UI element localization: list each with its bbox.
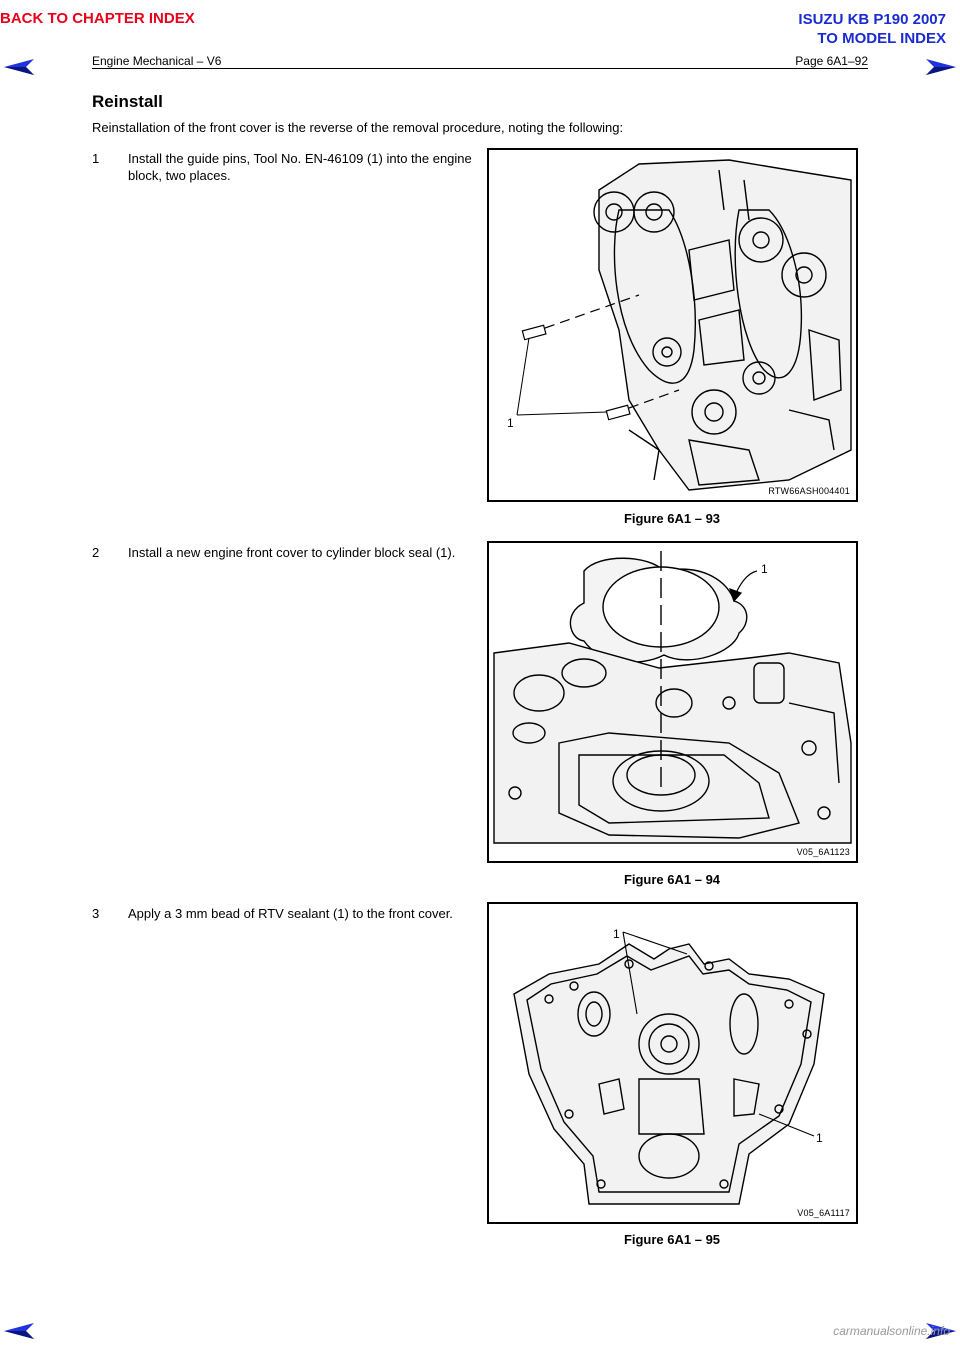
model-title-line: ISUZU KB P190 2007: [798, 11, 946, 28]
back-to-chapter-index-link[interactable]: BACK TO CHAPTER INDEX: [0, 10, 195, 27]
step-number: 1: [92, 151, 100, 166]
callout-label: 1: [507, 416, 514, 430]
figure-code: V05_6A1117: [797, 1208, 850, 1218]
previous-page-arrow-icon[interactable]: [4, 1322, 36, 1340]
step-number: 3: [92, 906, 100, 921]
step-number: 2: [92, 545, 100, 560]
front-cover-illustration: 1 1: [513, 927, 825, 1205]
to-model-index-line[interactable]: TO MODEL INDEX: [817, 30, 946, 47]
step-text: Install the guide pins, Tool No. EN-4610…: [128, 151, 472, 183]
figure-caption: Figure 6A1 – 94: [623, 872, 721, 887]
figure-caption: Figure 6A1 – 95: [623, 1232, 721, 1247]
next-page-arrow-icon[interactable]: [924, 58, 956, 76]
section-intro: Reinstallation of the front cover is the…: [92, 120, 624, 135]
figure-front-cover-seal: 1 V05_6A1123: [487, 541, 858, 863]
figure-code: RTW66ASH004401: [768, 486, 850, 496]
previous-page-arrow-icon[interactable]: [4, 58, 36, 76]
callout-label: 1: [816, 1131, 823, 1145]
figure-caption: Figure 6A1 – 93: [623, 511, 721, 526]
callout-label: 1: [761, 562, 768, 576]
engine-block-illustration: 1: [507, 159, 852, 491]
model-index-link[interactable]: ISUZU KB P190 2007 TO MODEL INDEX: [798, 10, 946, 48]
step-text: Apply a 3 mm bead of RTV sealant (1) to …: [128, 906, 453, 921]
figure-code: V05_6A1123: [796, 847, 850, 857]
figure-rtv-sealant: 1 1 V05_6A1117: [487, 902, 858, 1224]
header-divider: [92, 68, 868, 69]
section-title: Reinstall: [92, 92, 163, 111]
header-section-name: Engine Mechanical – V6: [92, 54, 222, 68]
figure-guide-pins: 1 RTW66ASH004401: [487, 148, 858, 502]
step-text: Install a new engine front cover to cyli…: [128, 545, 456, 560]
watermark: carmanualsonline.info: [833, 1324, 950, 1338]
cover-seal-illustration: 1: [493, 551, 852, 844]
header-page-number: Page 6A1–92: [795, 54, 868, 68]
callout-label: 1: [613, 927, 620, 941]
next-page-arrow-icon[interactable]: [924, 1322, 956, 1340]
